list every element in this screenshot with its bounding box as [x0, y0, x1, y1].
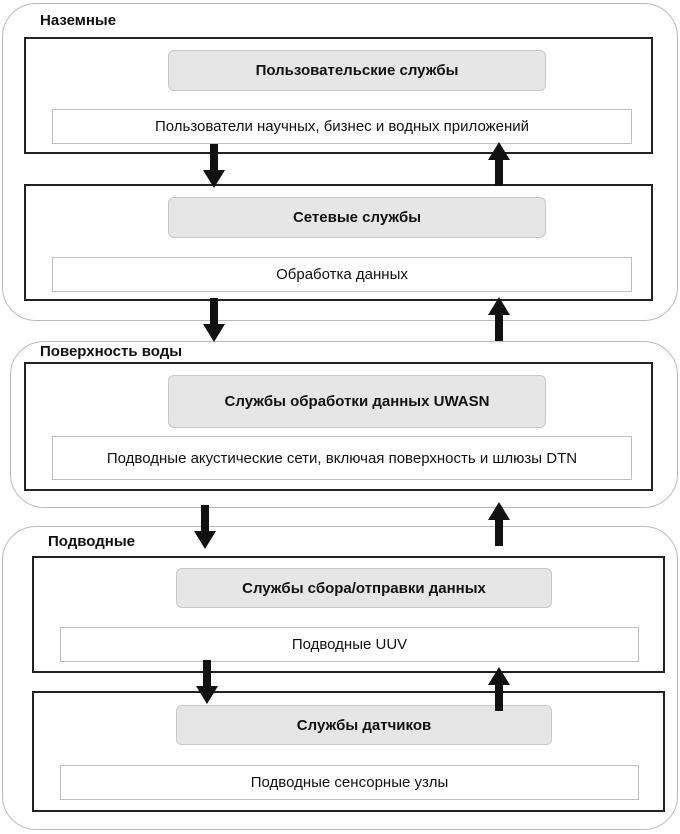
zone-surface-label: Поверхность воды [38, 343, 185, 360]
arrow-down-icon [203, 144, 225, 188]
user-services-desc: Пользователи научных, бизнес и водных пр… [52, 109, 632, 144]
arrow-down-icon [203, 298, 225, 342]
uwasn-services-desc: Подводные акустические сети, включая пов… [52, 436, 632, 480]
zone-ground-label: Наземные [38, 12, 119, 29]
uwasn-services-title: Службы обработки данных UWASN [168, 375, 546, 428]
arrow-down-icon [196, 660, 218, 704]
collection-services-desc: Подводные UUV [60, 627, 639, 662]
arrow-up-icon [488, 297, 510, 341]
arrow-up-icon [488, 667, 510, 711]
arrow-down-icon [194, 505, 216, 549]
arrow-up-icon [488, 142, 510, 186]
collection-services-title: Службы сбора/отправки данных [176, 568, 552, 608]
sensor-services-title: Службы датчиков [176, 705, 552, 745]
network-services-title: Сетевые службы [168, 197, 546, 238]
sensor-services-desc: Подводные сенсорные узлы [60, 765, 639, 800]
network-services-desc: Обработка данных [52, 257, 632, 292]
user-services-title: Пользовательские службы [168, 50, 546, 91]
arrow-up-icon [488, 502, 510, 546]
zone-underwater-label: Подводные [46, 533, 137, 550]
